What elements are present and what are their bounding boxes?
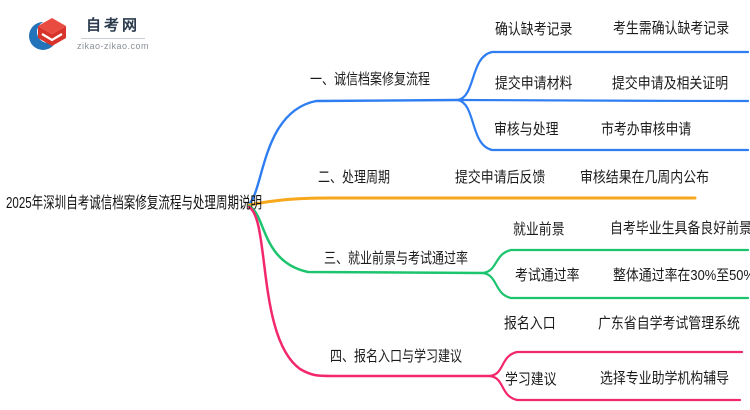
branch4-child2-value: 选择专业助学机构辅导	[600, 370, 730, 387]
branch2-main-line	[247, 196, 697, 207]
branch1-child2-label: 提交申请材料	[495, 75, 573, 92]
branch3-child1-line	[481, 248, 750, 275]
branch1-child1-value: 考生需确认缺考记录	[613, 20, 730, 37]
branch2-child1-value: 审核结果在几周内公布	[580, 169, 710, 186]
branch4-child1-value: 广东省自学考试管理系统	[598, 315, 740, 332]
branch4-child1-line	[488, 350, 744, 378]
branch1-child1-label: 确认缺考记录	[495, 21, 573, 38]
logo-divider	[81, 37, 146, 39]
branch3-child1-value: 自考毕业生具备良好前景	[610, 220, 750, 237]
branch3-child1-label: 就业前景	[513, 221, 565, 238]
branch4-child2-line	[488, 374, 742, 402]
zikao-logo-icon	[29, 18, 66, 50]
central-topic: 2025年深圳自考诚信档案修复流程与处理周期说明	[6, 195, 263, 212]
branch2-child1-label: 提交申请后反馈	[455, 169, 546, 186]
logo: 自考网 zikao-zikao.com	[28, 13, 149, 55]
branch4-label: 四、报名入口与学习建议	[330, 348, 463, 365]
logo-title: 自考网	[86, 16, 141, 34]
branch1-label: 一、诚信档案修复流程	[310, 71, 431, 88]
branch1-child2-value: 提交申请及相关证明	[612, 75, 729, 92]
branch1-child3-value: 市考办审核申请	[601, 121, 692, 138]
branch3-label: 三、就业前景与考试通过率	[324, 250, 469, 267]
branch4-main-line	[247, 205, 492, 378]
branch2-label: 二、处理周期	[318, 169, 391, 186]
branch3-child2-label: 考试通过率	[515, 267, 580, 284]
branch1-child3-label: 审核与处理	[494, 121, 559, 138]
logo-domain: zikao-zikao.com	[77, 40, 150, 51]
logo-text: 自考网 zikao-zikao.com	[77, 17, 149, 52]
branch1-child1-line	[456, 50, 750, 102]
branch4-child1-label: 报名入口	[504, 315, 556, 332]
branch3-child2-line	[481, 271, 750, 300]
branch4-child2-label: 学习建议	[505, 371, 557, 388]
branch1-child2-line	[456, 98, 750, 103]
branch3-child2-value: 整体通过率在30%至50%	[613, 267, 750, 284]
branch1-child3-line	[456, 98, 750, 152]
branch1-main-line	[247, 98, 460, 206]
branch3-main-line	[247, 204, 485, 275]
